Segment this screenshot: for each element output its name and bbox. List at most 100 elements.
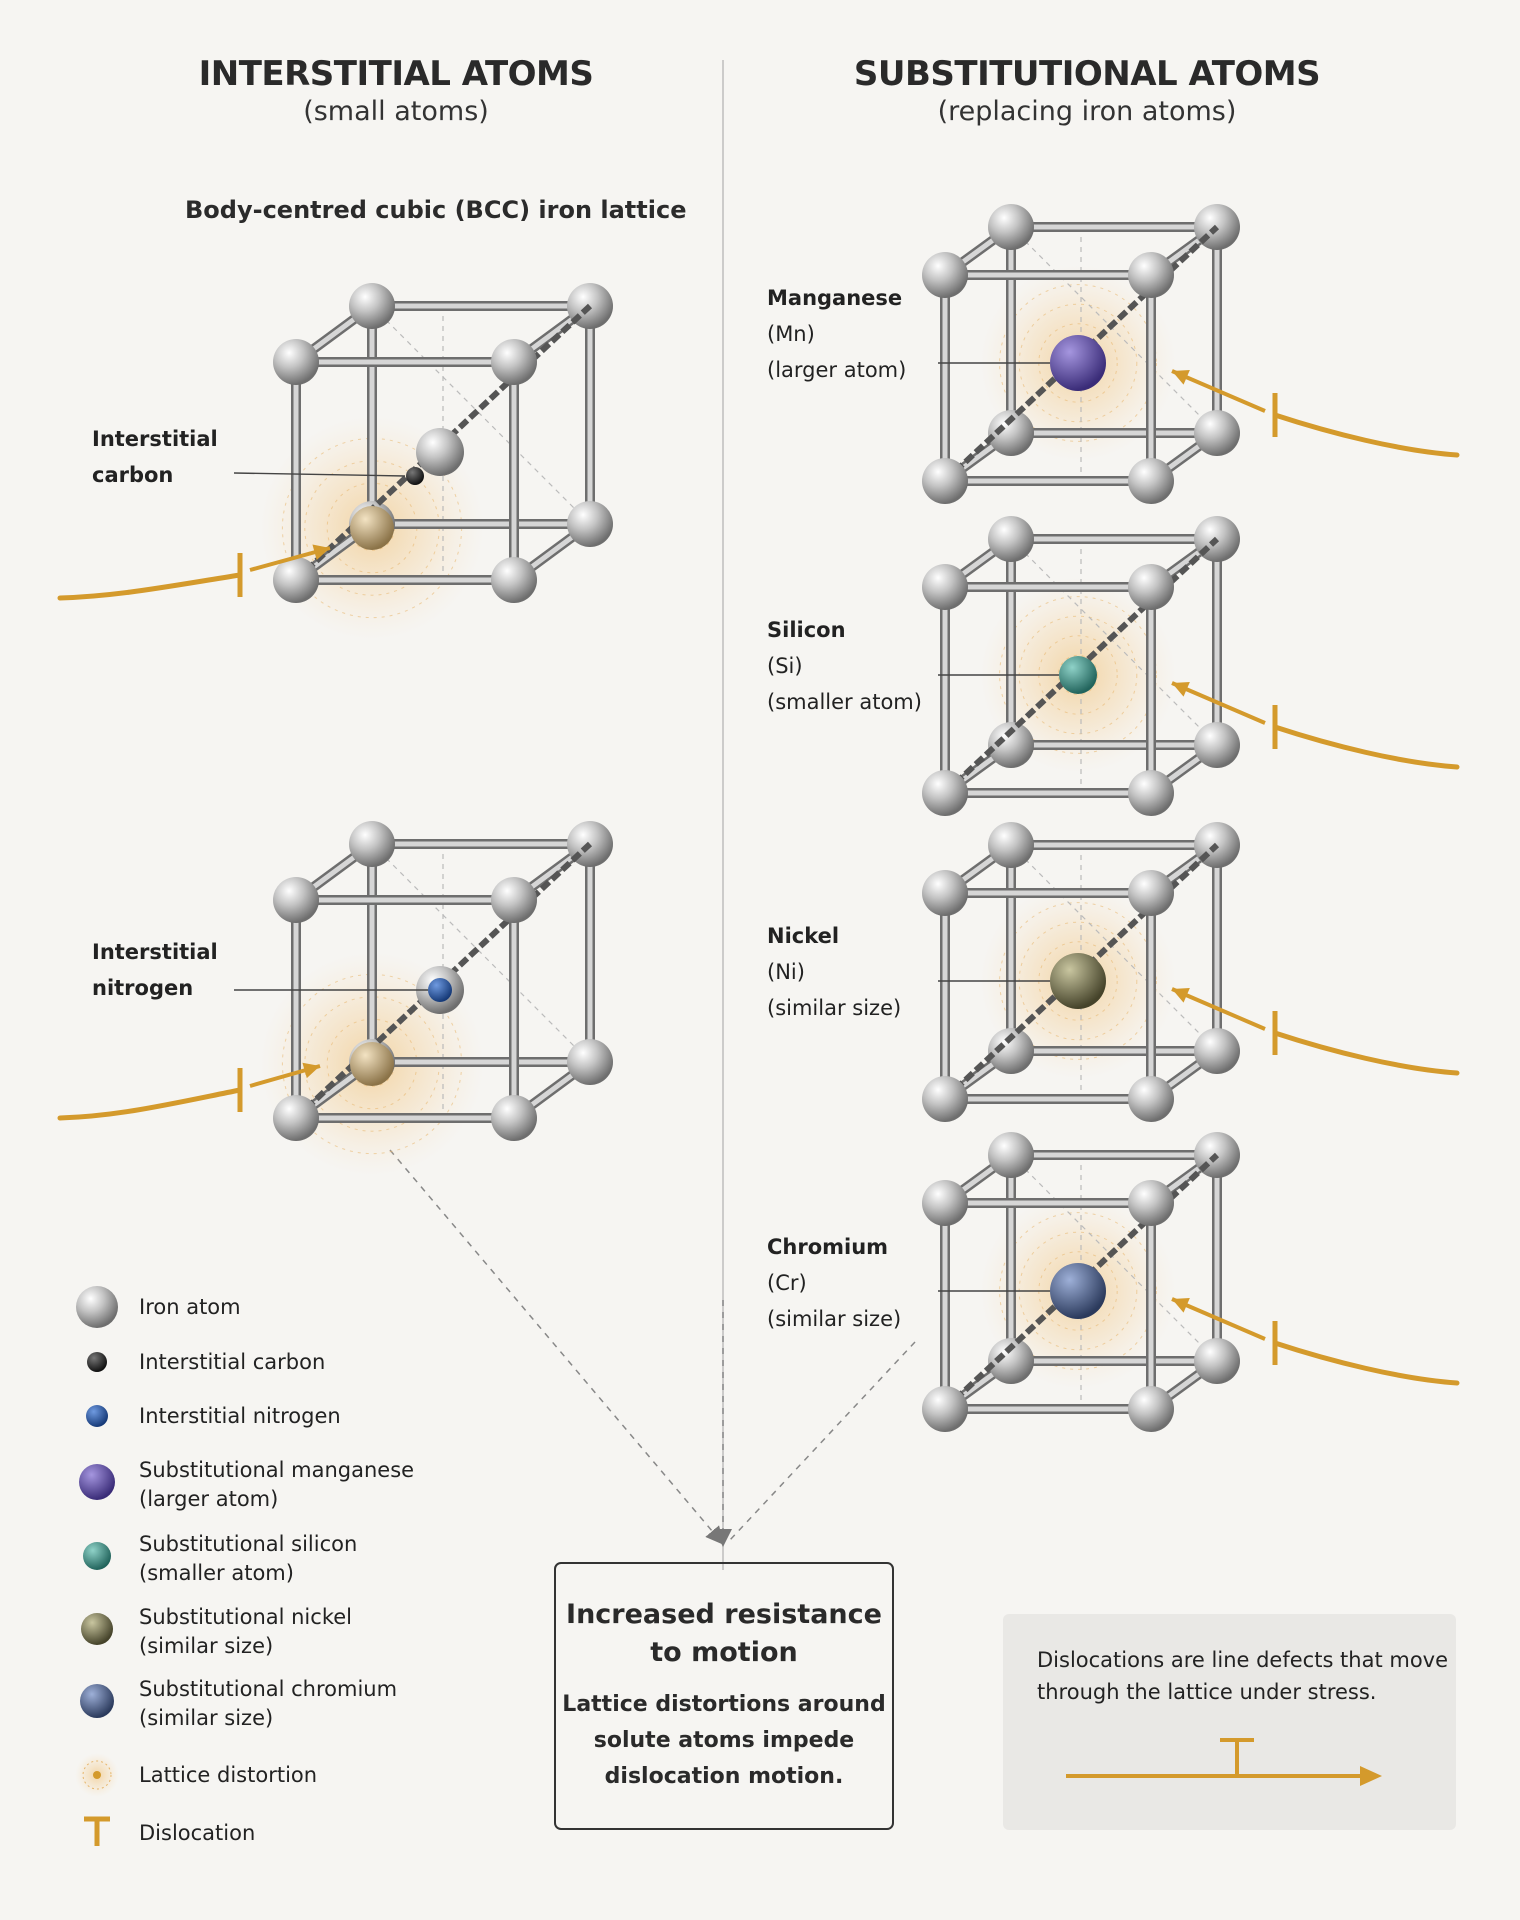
manganese-cell-iron-front-1 <box>1128 252 1174 298</box>
left-column-title: INTERSTITIAL ATOMS <box>198 54 594 94</box>
legend-nickel-size: (similar size) <box>139 1634 274 1658</box>
manganese-cell-guide-a <box>1010 226 1218 434</box>
silicon-cell-iron-front-0 <box>922 564 968 610</box>
carbon-cell-inner-center-iron <box>350 506 394 550</box>
result-box-body-line1: Lattice distortions around <box>562 1692 886 1717</box>
carbon-cell-iron-front-0 <box>273 339 319 385</box>
silicon-cell-guide-a <box>1010 538 1218 746</box>
nitrogen-cell-dislocation-arrow-head <box>302 1062 320 1079</box>
carbon-cell <box>57 283 613 640</box>
manganese-cell <box>922 204 1460 504</box>
nickel-cell-iron-front-2 <box>922 1076 968 1122</box>
nickel-cell-iron-front-1 <box>1128 870 1174 916</box>
label-nickel-size: (similar size) <box>767 996 902 1020</box>
silicon-cell-dislocation-arrow-head <box>1172 681 1190 697</box>
nickel-cell-iron-front-3 <box>1128 1076 1174 1122</box>
result-box-title-line2: to motion <box>650 1637 798 1668</box>
note-text-line2: through the lattice under stress. <box>1037 1680 1377 1704</box>
nitrogen-cell-inner-center-iron <box>350 1042 394 1086</box>
legend-dislocation-text: Dislocation <box>139 1821 256 1845</box>
manganese-cell-iron-front-2 <box>922 458 968 504</box>
legend-label-carbon: Interstitial carbon <box>139 1348 325 1377</box>
manganese-cell-iron-back-0 <box>988 204 1034 250</box>
nitrogen-cell-iron-back-0 <box>349 821 395 867</box>
legend-distortion-text: Lattice distortion <box>139 1763 318 1787</box>
label-silicon-symbol: (Si) <box>767 654 803 678</box>
manganese-cell-iron-back-2 <box>988 410 1034 456</box>
carbon-cell-guide-a <box>371 305 591 525</box>
note-text: Dislocations are line defects that move … <box>1037 1644 1449 1708</box>
lattice-distortion-icon-core <box>93 1771 101 1779</box>
legend-silicon-size: (smaller atom) <box>139 1561 294 1585</box>
nickel-cell-dislocation-arrow-head <box>1172 987 1190 1003</box>
carbon-cell-iron-back-3 <box>567 501 613 547</box>
note-text-line1: Dislocations are line defects that move <box>1037 1648 1449 1672</box>
label-chromium-name: Chromium <box>767 1235 889 1259</box>
chromium-cell-iron-back-2 <box>988 1338 1034 1384</box>
label-carbon-line1: Interstitial <box>92 427 218 451</box>
result-box-title: Increased resistance to motion <box>556 1596 892 1672</box>
silicon-cell <box>922 516 1460 816</box>
nickel-cell-dislocation-line <box>1272 1030 1460 1076</box>
legend-label-manganese: Substitutional manganese (larger atom) <box>139 1456 414 1514</box>
silicon-cell-dislocation-arrow-shaft <box>1171 681 1266 725</box>
chromium-cell-dislocation-line <box>1272 1340 1460 1386</box>
legend-label-nickel: Substitutional nickel (similar size) <box>139 1603 352 1661</box>
label-chromium-size: (similar size) <box>767 1307 902 1331</box>
legend-label-silicon: Substitutional silicon (smaller atom) <box>139 1530 357 1588</box>
carbon-cell-iron-front-3 <box>491 557 537 603</box>
silicon-cell-distortion-ring-1 <box>1057 654 1099 696</box>
carbon-cell-inner-back-iron <box>416 428 464 476</box>
manganese-cell-iron-front-0 <box>922 252 968 298</box>
label-manganese-symbol: (Mn) <box>767 322 815 346</box>
legend-nickel-text: Substitutional nickel <box>139 1605 352 1629</box>
guide-line-right <box>729 1341 916 1541</box>
chromium-cell-iron-front-2 <box>922 1386 968 1432</box>
nickel-cell-iron-back-0 <box>988 822 1034 868</box>
legend-nitrogen-text: Interstitial nitrogen <box>139 1404 341 1428</box>
silicon-cell-iron-back-0 <box>988 516 1034 562</box>
right-column-subtitle: (replacing iron atoms) <box>937 96 1237 127</box>
chromium-cell-dislocation-arrow-head <box>1172 1297 1190 1313</box>
legend-label-dislocation: Dislocation <box>139 1819 255 1848</box>
label-nitrogen-line1: Interstitial <box>92 940 218 964</box>
nitrogen-cell-iron-front-2 <box>273 1095 319 1141</box>
carbon-cell-dislocation-arrow-head <box>312 544 330 560</box>
label-nitrogen-line2: nitrogen <box>92 976 194 1000</box>
lattice-caption: Body-centred cubic (BCC) iron lattice <box>185 196 687 224</box>
silicon-cell-iron-back-2 <box>988 722 1034 768</box>
legend-iron-text: Iron atom <box>139 1295 241 1319</box>
legend-manganese-size: (larger atom) <box>139 1487 279 1511</box>
manganese-cell-iron-back-3 <box>1194 410 1240 456</box>
label-carbon-line2: carbon <box>92 463 174 487</box>
legend-chromium-size: (similar size) <box>139 1706 274 1730</box>
legend-silicon-text: Substitutional silicon <box>139 1532 358 1556</box>
silicon-cell-iron-front-1 <box>1128 564 1174 610</box>
label-chromium-symbol: (Cr) <box>767 1271 807 1295</box>
right-column-title: SUBSTITUTIONAL ATOMS <box>853 54 1321 94</box>
nickel-cell-guide-a <box>1010 844 1218 1052</box>
legend-chromium-text: Substitutional chromium <box>139 1677 398 1701</box>
silicon-cell-iron-front-2 <box>922 770 968 816</box>
legend-label-distortion: Lattice distortion <box>139 1761 317 1790</box>
chromium-cell <box>922 1132 1460 1432</box>
label-silicon-name: Silicon <box>767 618 846 642</box>
label-carbon: Interstitial carbon <box>92 421 218 493</box>
label-manganese-name: Manganese <box>767 286 903 310</box>
nickel-cell-inner-solute <box>1050 953 1106 1009</box>
silicon-cell-iron-front-3 <box>1128 770 1174 816</box>
label-silicon-size: (smaller atom) <box>767 690 922 714</box>
carbon-cell-iron-front-1 <box>491 339 537 385</box>
manganese-atom-icon <box>79 1464 115 1500</box>
nickel-cell-iron-back-3 <box>1194 1028 1240 1074</box>
chromium-cell-distortion-ring-4 <box>999 1212 1157 1370</box>
carbon-cell-leader <box>233 472 406 477</box>
nitrogen-cell-dislocation-line <box>57 1087 243 1121</box>
iron-atom-icon <box>76 1286 118 1328</box>
label-silicon: Silicon (Si) (smaller atom) <box>767 612 922 720</box>
label-chromium: Chromium (Cr) (similar size) <box>767 1229 901 1337</box>
nitrogen-cell-iron-front-3 <box>491 1095 537 1141</box>
note-dislocation-arrow <box>1066 1738 1382 1786</box>
